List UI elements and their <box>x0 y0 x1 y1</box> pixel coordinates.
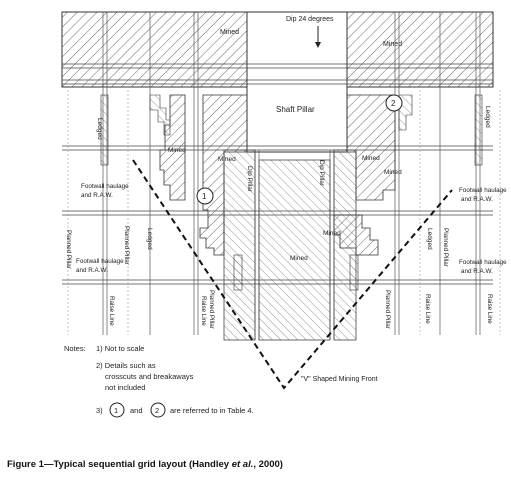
mined-label-top-right: Mined <box>383 41 402 48</box>
notes-2c: not included <box>105 383 145 392</box>
pillar-stub-right <box>349 254 359 291</box>
planned-pillar-label-1: Planned Pillar <box>65 230 72 269</box>
footwall-label-upper-left-2: and R.A.W. <box>81 192 113 199</box>
planned-pillar-label-5: Planned Pillar <box>442 228 449 267</box>
mined-label-right-lower: Mined <box>323 230 341 237</box>
mined-label-left: Mined <box>218 156 236 163</box>
callout-1-circle <box>196 187 214 205</box>
caption-suffix: , 2000) <box>253 459 283 470</box>
mined-left-stepped <box>199 94 248 256</box>
shaft-pillar-label: Shaft Pillar <box>276 105 315 114</box>
raise-line-label-1: Raise Line <box>108 296 115 326</box>
callout-1-label: 1 <box>202 192 207 201</box>
mined-top-right <box>346 11 494 88</box>
notes-heading: Notes: <box>64 344 86 353</box>
mined-label-right: Mined <box>384 169 402 176</box>
dip-pillar-center <box>258 159 331 341</box>
figure-caption: Figure 1—Typical sequential grid layout … <box>7 459 283 470</box>
footwall-label-lower-left-1: Footwall haulage <box>76 258 124 265</box>
dip-pillar-label-right: Dip Pillar <box>318 160 325 187</box>
caption-etal: et al. <box>231 459 254 470</box>
planned-pillar-label-2: Planned Pillar <box>123 226 130 265</box>
mined-right-stepped <box>346 94 396 201</box>
v-mining-front <box>132 159 453 390</box>
mined-top-left <box>61 11 248 88</box>
notes-2a: 2) Details such as <box>96 361 156 370</box>
ledged-label-mid-left: Ledged <box>146 228 153 250</box>
mined-label-right-upper: Mined <box>362 155 380 162</box>
caption-prefix: Figure 1—Typical sequential grid layout … <box>7 459 232 470</box>
shaft-pillar <box>246 11 348 153</box>
raise-line-label-4: Raise Line <box>486 294 493 324</box>
notes-1: 1) Not to scale <box>96 344 144 353</box>
footwall-label-upper-right-2: and R.A.W. <box>461 196 493 203</box>
pillar-stub-left <box>233 254 243 291</box>
mined-label-center: Mined <box>290 255 308 262</box>
v-front-label: "V" Shaped Mining Front <box>301 376 378 383</box>
notes-callout-1-label: 1 <box>114 406 118 415</box>
dip-pillar-label-left: Dip Pillar <box>246 166 253 193</box>
ledged-label-top-left: Ledged <box>96 118 103 140</box>
mined-label-left-edge: Mined <box>168 147 186 154</box>
notes-callout-1 <box>109 402 125 418</box>
notes-callout-2 <box>150 402 166 418</box>
notes-callout-2-label: 2 <box>155 406 159 415</box>
ledged-left-steps <box>149 94 171 136</box>
notes-3-suffix: are referred to in Table 4. <box>170 406 254 415</box>
footwall-label-lower-right-2: and R.A.W. <box>461 268 493 275</box>
ledged-label-mid-right: Ledged <box>426 228 433 250</box>
notes-2b: crosscuts and breakaways <box>105 372 194 381</box>
raise-line-label-3: Raise Line <box>424 294 431 324</box>
mined-label-top-left: Mined <box>220 29 239 36</box>
mined-right-lower <box>333 214 379 256</box>
footwall-label-upper-right-1: Footwall haulage <box>459 187 507 194</box>
callout-2-label: 2 <box>391 99 396 108</box>
ledged-label-top-right: Ledged <box>484 106 491 128</box>
footwall-label-lower-right-1: Footwall haulage <box>459 259 507 266</box>
notes-3-and: and <box>130 406 143 415</box>
callout-2-circle <box>385 94 403 112</box>
raise-line-label-2: Raise Line <box>200 296 207 326</box>
dip-pillar-left <box>223 149 256 341</box>
ledged-strip-right <box>474 94 483 166</box>
ledged-strip-left <box>100 94 109 166</box>
planned-pillar-lines <box>67 90 501 335</box>
dip-label: Dip 24 degrees <box>286 16 334 23</box>
footwall-label-lower-left-2: and R.A.W. <box>76 267 108 274</box>
planned-pillar-label-4: Planned Pillar <box>384 290 391 329</box>
planned-pillar-label-3: Planned Pillar <box>208 290 215 329</box>
notes-3-prefix: 3) <box>96 406 103 415</box>
footwall-label-upper-left-1: Footwall haulage <box>81 183 129 190</box>
